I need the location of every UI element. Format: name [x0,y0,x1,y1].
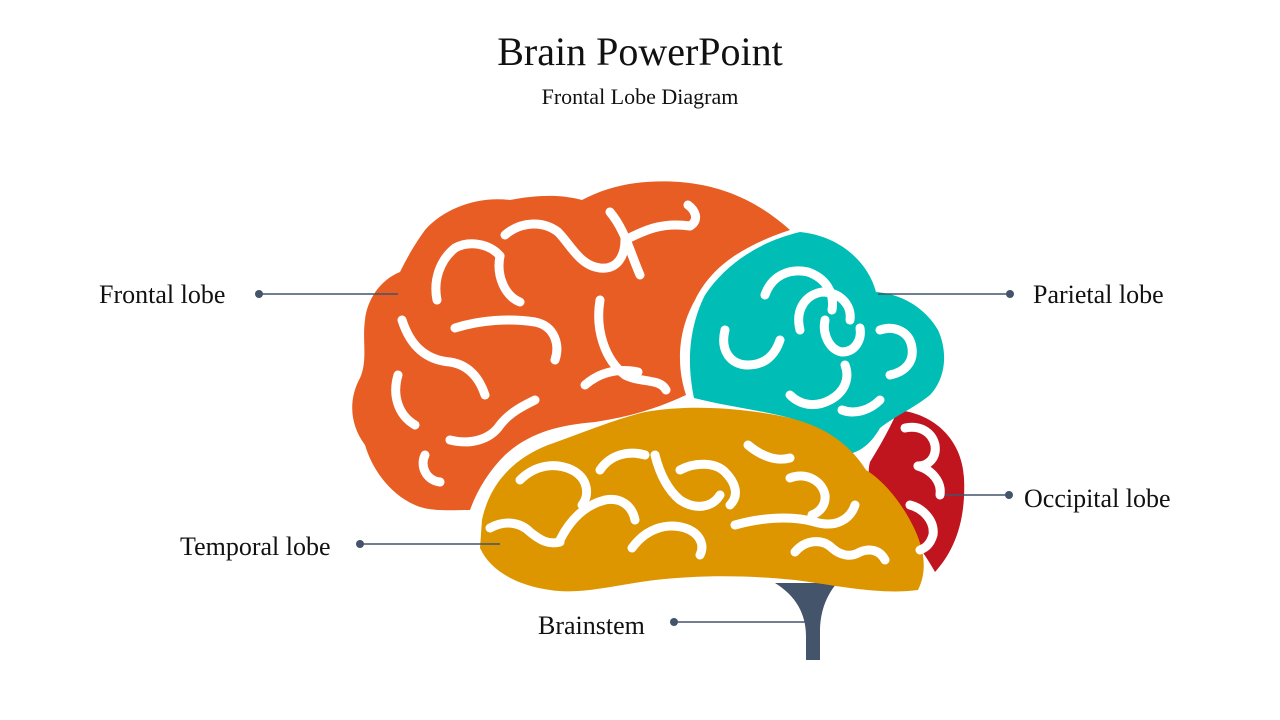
brainstem-leader-dot [670,618,678,626]
occipital-lobe-label: Occipital lobe [1024,484,1171,513]
occipital-lobe-shape [868,410,965,572]
leader-lines [255,290,1014,626]
temporal-leader-dot [356,540,364,548]
frontal-lobe-shape [352,181,790,511]
occipital-leader-dot [1005,491,1013,499]
parietal-leader-dot [1006,290,1014,298]
brainstem-label: Brainstem [538,611,645,640]
parietal-lobe-label: Parietal lobe [1033,280,1164,309]
frontal-lobe-label: Frontal lobe [99,280,226,309]
slide-subtitle: Frontal Lobe Diagram [541,84,739,109]
brain-sulci [391,200,945,565]
slide-title: Brain PowerPoint [497,29,783,74]
frontal-leader-dot [255,290,263,298]
temporal-lobe-label: Temporal lobe [180,532,331,561]
